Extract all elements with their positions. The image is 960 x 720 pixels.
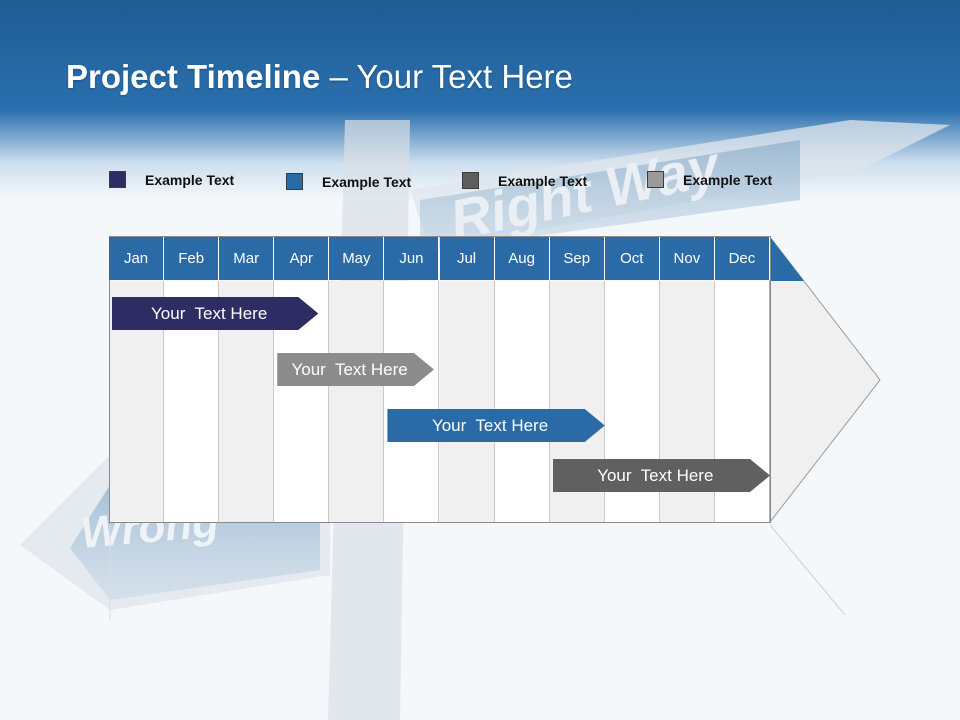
task-bar[interactable]: Your Text Here [112, 297, 318, 330]
legend-label: Example Text [322, 173, 412, 190]
legend-item: Example Text [462, 172, 587, 189]
page-title-rest: – Your Text Here [320, 58, 573, 95]
month-header: Mar [219, 237, 275, 280]
task-bar[interactable]: Your Text Here [277, 353, 434, 386]
legend-label: Example Text [498, 172, 588, 189]
legend-item: Example Text [286, 173, 411, 190]
month-header: Oct [604, 237, 660, 280]
month-header: Aug [494, 237, 550, 280]
page-title: Project Timeline – Your Text Here [66, 58, 573, 96]
legend-swatch [647, 171, 664, 188]
month-header: Apr [274, 237, 330, 280]
month-header: Jun [384, 237, 440, 280]
month-column [384, 281, 440, 522]
legend-swatch [462, 172, 479, 189]
legend-label: Example Text [145, 171, 235, 188]
task-bar[interactable]: Your Text Here [387, 409, 604, 442]
month-header: May [329, 237, 385, 280]
month-column [494, 281, 550, 522]
month-header: Jan [109, 237, 165, 280]
month-header: Jul [439, 237, 495, 280]
legend-swatch [109, 171, 126, 188]
task-bar-label: Your Text Here [597, 465, 714, 485]
month-column [329, 281, 385, 522]
month-header: Dec [714, 237, 770, 280]
month-column [439, 281, 495, 522]
task-bar-label: Your Text Here [151, 303, 268, 323]
month-header: Sep [549, 237, 605, 280]
task-bar-label: Your Text Here [431, 415, 549, 435]
task-bar[interactable]: Your Text Here [553, 459, 770, 492]
legend-label: Example Text [683, 171, 773, 188]
legend-item: Example Text [109, 171, 234, 188]
legend-item: Example Text [647, 171, 772, 188]
page-title-bold: Project Timeline [66, 58, 321, 95]
task-bar-label: Your Text Here [291, 359, 408, 379]
month-header: Nov [659, 237, 715, 280]
month-header: Feb [164, 237, 220, 280]
legend-swatch [286, 173, 303, 190]
